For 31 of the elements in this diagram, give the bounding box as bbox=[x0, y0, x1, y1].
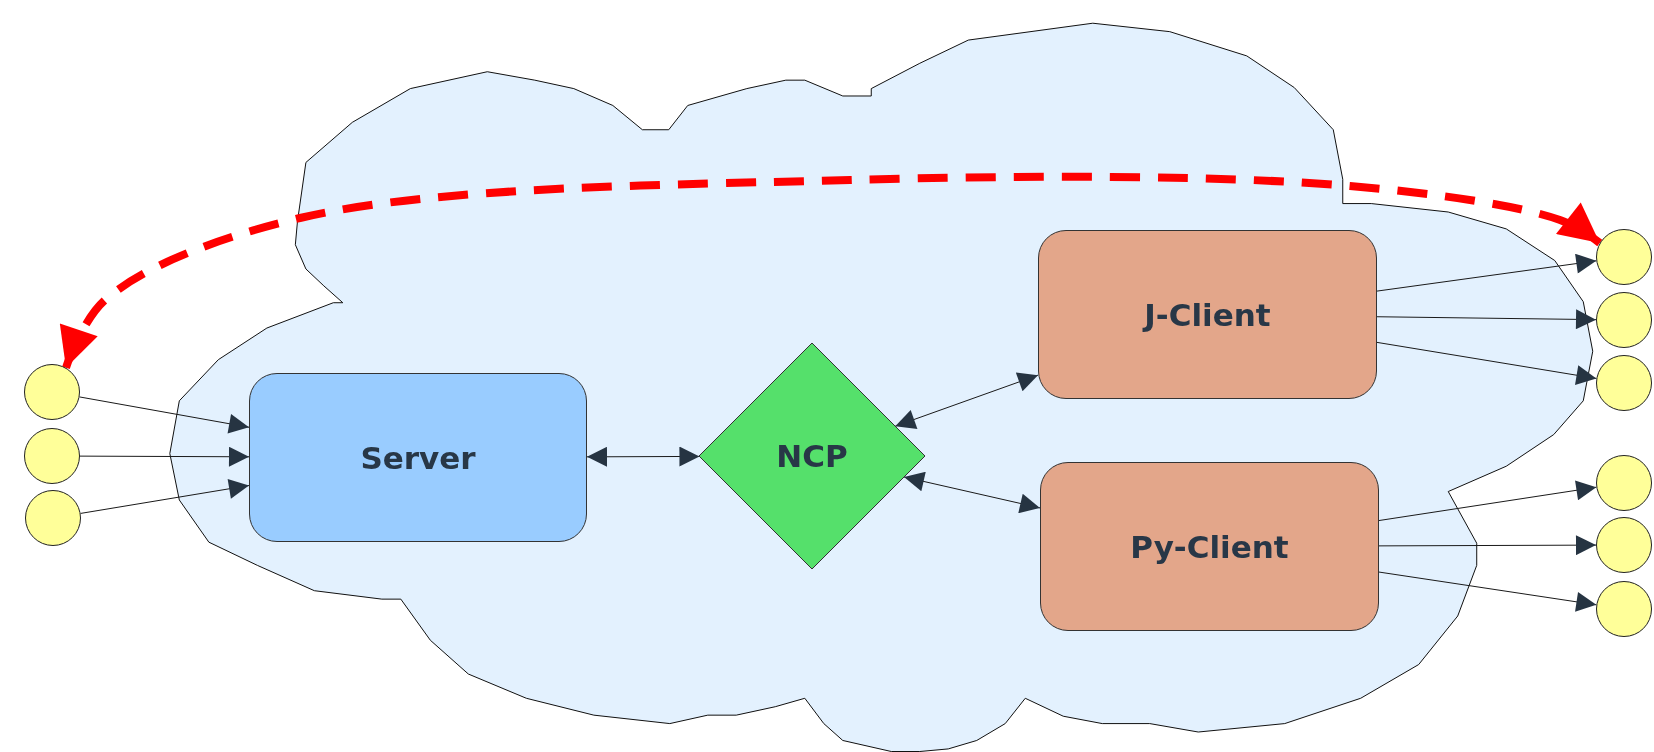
arrow bbox=[586, 446, 700, 467]
circle-node bbox=[25, 490, 81, 546]
arrow bbox=[903, 471, 1041, 514]
node-label: J-Client bbox=[1144, 296, 1271, 333]
arrow bbox=[894, 372, 1039, 429]
circle-node bbox=[1596, 292, 1652, 348]
node-label: Server bbox=[360, 439, 476, 476]
cloud-shape bbox=[170, 23, 1593, 752]
node-label: NCP bbox=[776, 438, 848, 474]
arrow bbox=[79, 446, 250, 467]
arrow bbox=[60, 172, 1603, 370]
circle-node bbox=[1596, 229, 1652, 285]
arrow bbox=[1378, 480, 1597, 522]
circle-node bbox=[24, 428, 80, 484]
arrow bbox=[1376, 309, 1597, 330]
circle-node bbox=[1596, 455, 1652, 511]
decision-diamond bbox=[699, 343, 925, 569]
process-box bbox=[249, 373, 587, 542]
arrow bbox=[1378, 535, 1597, 556]
circle-node bbox=[24, 364, 80, 420]
arrow bbox=[80, 478, 250, 514]
circle-node bbox=[1596, 517, 1652, 573]
node-label: Py-Client bbox=[1130, 528, 1289, 565]
process-box bbox=[1038, 230, 1377, 399]
arrow bbox=[79, 396, 250, 434]
arrow bbox=[1378, 571, 1597, 612]
arrow bbox=[1376, 341, 1597, 386]
circle-node bbox=[1596, 581, 1652, 637]
circle-node bbox=[1596, 355, 1652, 411]
process-box bbox=[1040, 462, 1379, 631]
arrow bbox=[1376, 253, 1597, 292]
